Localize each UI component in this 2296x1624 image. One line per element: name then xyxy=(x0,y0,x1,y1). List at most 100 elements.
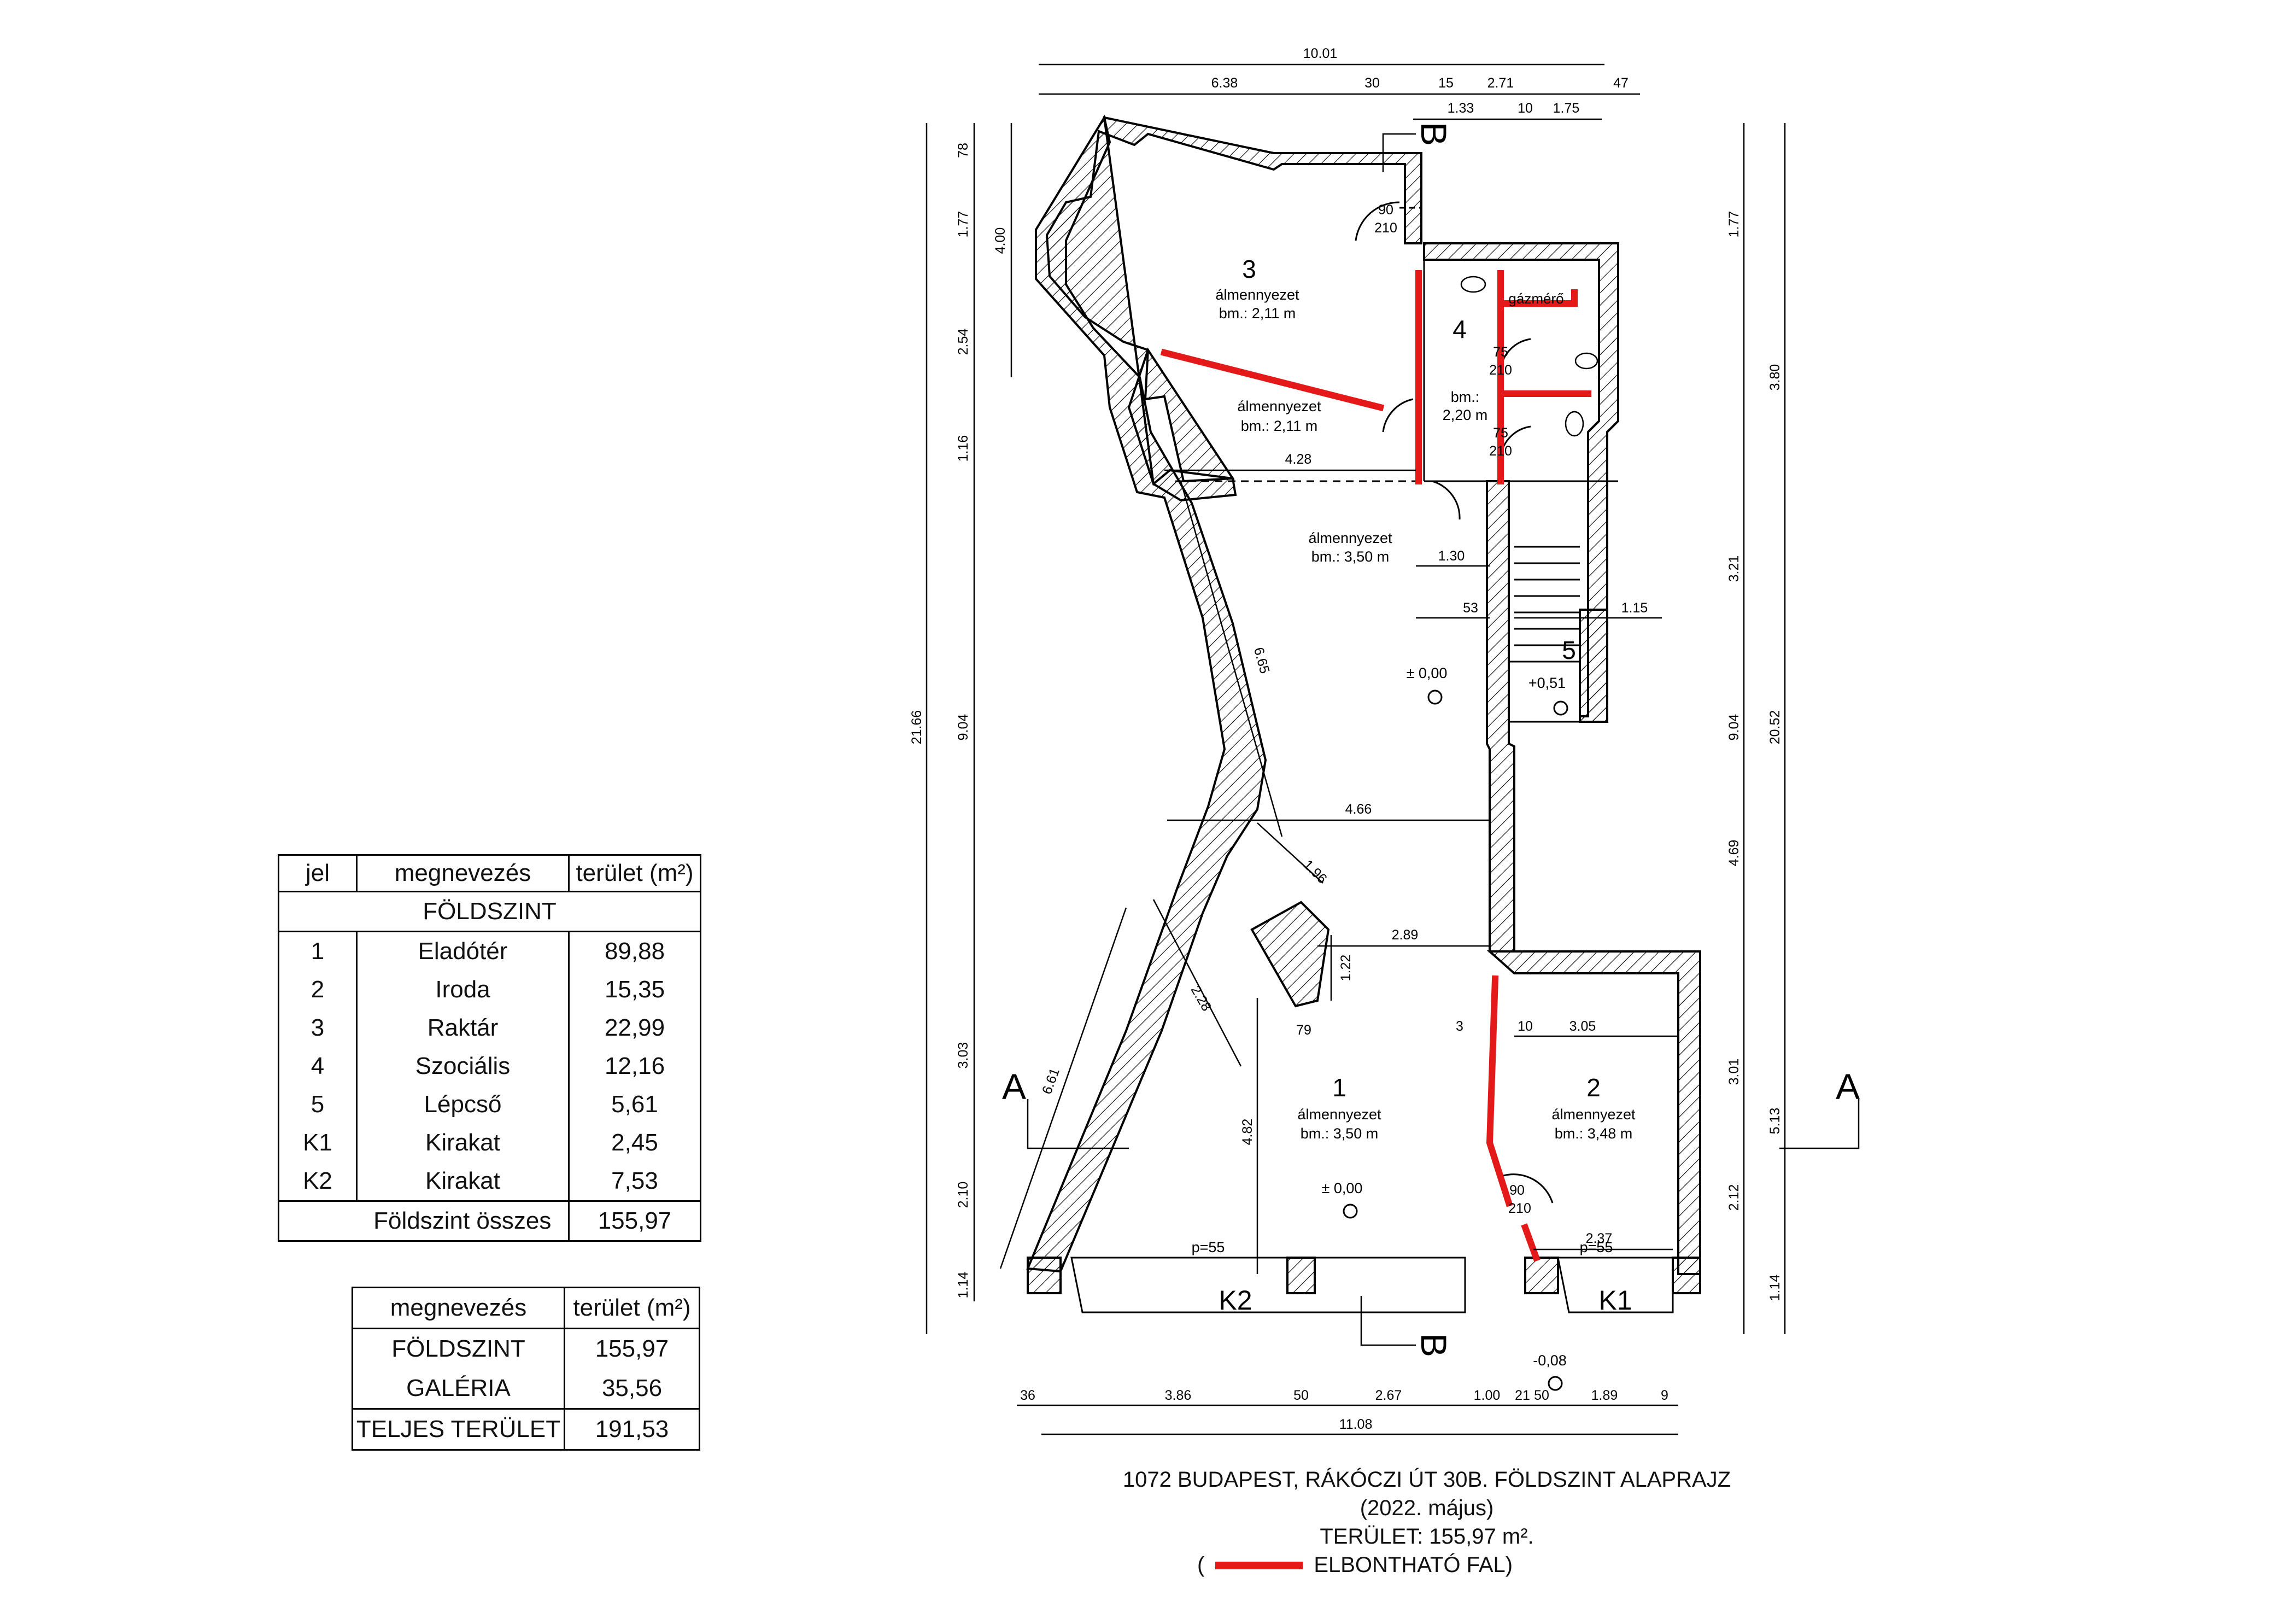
room-number-3: 3 xyxy=(1242,255,1256,283)
cell-jel: K1 xyxy=(278,1124,358,1162)
cell-name: Kirakat xyxy=(356,1162,570,1201)
legend-open: ( xyxy=(1197,1553,1205,1577)
dim-inner: 1.15 xyxy=(1621,600,1648,616)
row-name: GALÉRIA xyxy=(352,1369,565,1410)
room-number-5: 5 xyxy=(1562,636,1576,664)
dim-top: 47 xyxy=(1613,75,1629,91)
dim-top: 10 xyxy=(1518,101,1533,116)
dim-inner: 10 xyxy=(1518,1019,1533,1034)
legend-label: ELBONTHATÓ FAL) xyxy=(1314,1553,1513,1577)
sink-icon xyxy=(1460,276,1486,293)
dimension-labels: 10.01 6.38 30 15 2.71 47 1.33 10 1.75 36… xyxy=(909,46,1783,1432)
room-height-4-label: bm.: xyxy=(1451,389,1480,405)
caption-area: TERÜLET: 155,97 m². xyxy=(1320,1524,1534,1549)
dim-inner: 79 xyxy=(1296,1023,1311,1038)
dim-diagonal: 6.65 xyxy=(1251,646,1273,675)
cell-jel: 2 xyxy=(278,971,358,1009)
level-room-1: ± 0,00 xyxy=(1322,1180,1363,1196)
cell-jel: 4 xyxy=(278,1047,358,1085)
level-main: ± 0,00 xyxy=(1407,665,1448,681)
dim-vertical: 1.22 xyxy=(1338,955,1354,982)
door-height: 210 xyxy=(1374,220,1397,236)
level-marker-stair xyxy=(1553,700,1568,716)
dim-bottom: 21 xyxy=(1515,1388,1530,1403)
dim-right: 9.04 xyxy=(1726,714,1742,741)
section-label-b-bottom: B xyxy=(1414,1333,1454,1357)
row-name: FÖLDSZINT xyxy=(352,1328,565,1369)
door-arc-main xyxy=(1432,480,1461,520)
dim-diagonal: 1.96 xyxy=(1301,857,1330,886)
door-width: 90 xyxy=(1378,202,1393,218)
dim-inner: 53 xyxy=(1463,600,1478,616)
caption-date: (2022. május) xyxy=(1360,1496,1494,1520)
dim-bottom: 2.67 xyxy=(1375,1388,1402,1403)
cell-area: 89,88 xyxy=(568,931,701,971)
section-label-a-left: A xyxy=(1002,1066,1026,1107)
column-right xyxy=(1672,1257,1701,1294)
door-height: 210 xyxy=(1489,443,1512,459)
room-height-1: bm.: 3,50 m xyxy=(1301,1125,1379,1142)
caption-title: 1072 BUDAPEST, RÁKÓCZI ÚT 30B. FÖLDSZINT… xyxy=(1122,1468,1731,1492)
stair-treads xyxy=(1514,546,1580,646)
corridor-height: bm.: 2,11 m xyxy=(1241,418,1318,434)
dim-left: 1.77 xyxy=(956,211,971,238)
demolishable-walls xyxy=(1160,270,1591,1262)
cell-area: 2,45 xyxy=(568,1124,701,1162)
col-header-name: megnevezés xyxy=(356,854,570,892)
shopwindow-k2 xyxy=(1070,1257,1466,1313)
total-label: Földszint összes xyxy=(356,1200,570,1242)
corridor-ceiling: álmennyezet xyxy=(1237,398,1321,414)
dim-right: 1.14 xyxy=(1767,1275,1783,1301)
cell-area: 15,35 xyxy=(568,971,701,1009)
cell-name: Kirakat xyxy=(356,1124,570,1162)
section-label-a-right: A xyxy=(1836,1066,1860,1107)
dim-left: 1.14 xyxy=(956,1272,971,1299)
room-number-1: 1 xyxy=(1332,1073,1346,1102)
cell-jel: K2 xyxy=(278,1162,358,1201)
cell-name: Raktár xyxy=(356,1009,570,1047)
gas-meter-label: gázmérő xyxy=(1508,290,1563,307)
dim-top: 2.71 xyxy=(1487,75,1514,91)
cell-name: Iroda xyxy=(356,971,570,1009)
cell-jel: 5 xyxy=(278,1085,358,1124)
dim-right: 3.21 xyxy=(1726,556,1742,582)
total-value: 191,53 xyxy=(564,1408,700,1451)
dim-vertical: 4.82 xyxy=(1240,1119,1255,1146)
section-label: FÖLDSZINT xyxy=(278,891,701,932)
dim-inner: 2.89 xyxy=(1392,927,1419,943)
level-marker-room-1 xyxy=(1343,1204,1358,1219)
dim-inner: 3 xyxy=(1456,1019,1463,1034)
dim-bottom: 50 xyxy=(1293,1388,1309,1403)
drawing-caption: 1072 BUDAPEST, RÁKÓCZI ÚT 30B. FÖLDSZINT… xyxy=(1000,1465,1853,1551)
total-value: 155,97 xyxy=(568,1200,701,1242)
dim-left: 78 xyxy=(956,143,971,158)
dim-right: 3.80 xyxy=(1767,364,1783,391)
door-arc-2 xyxy=(1503,1173,1554,1204)
cell-jel: 3 xyxy=(278,1009,358,1047)
cell-name: Eladótér xyxy=(356,931,570,971)
level-marker-main xyxy=(1427,690,1443,705)
door-arc-corr xyxy=(1382,398,1414,433)
dim-left: 4.00 xyxy=(993,227,1008,254)
cell-area: 22,99 xyxy=(568,1009,701,1047)
dim-right: 2.12 xyxy=(1726,1184,1742,1211)
dim-top: 6.38 xyxy=(1211,75,1238,91)
level-marker-entry xyxy=(1548,1376,1563,1391)
room-ceiling-3: álmennyezet xyxy=(1215,287,1299,303)
stair-width-left: p=55 xyxy=(1192,1239,1225,1255)
main-height: bm.: 3,50 m xyxy=(1311,548,1390,565)
dim-inner: 4.66 xyxy=(1345,802,1372,817)
toilet-icon xyxy=(1565,411,1584,437)
dim-inner: 3.05 xyxy=(1569,1019,1596,1034)
shopwindow-label-k2: K2 xyxy=(1219,1285,1252,1316)
dim-right: 4.69 xyxy=(1726,840,1742,867)
dim-right: 3.01 xyxy=(1726,1059,1742,1085)
dim-bottom: 9 xyxy=(1661,1388,1668,1403)
